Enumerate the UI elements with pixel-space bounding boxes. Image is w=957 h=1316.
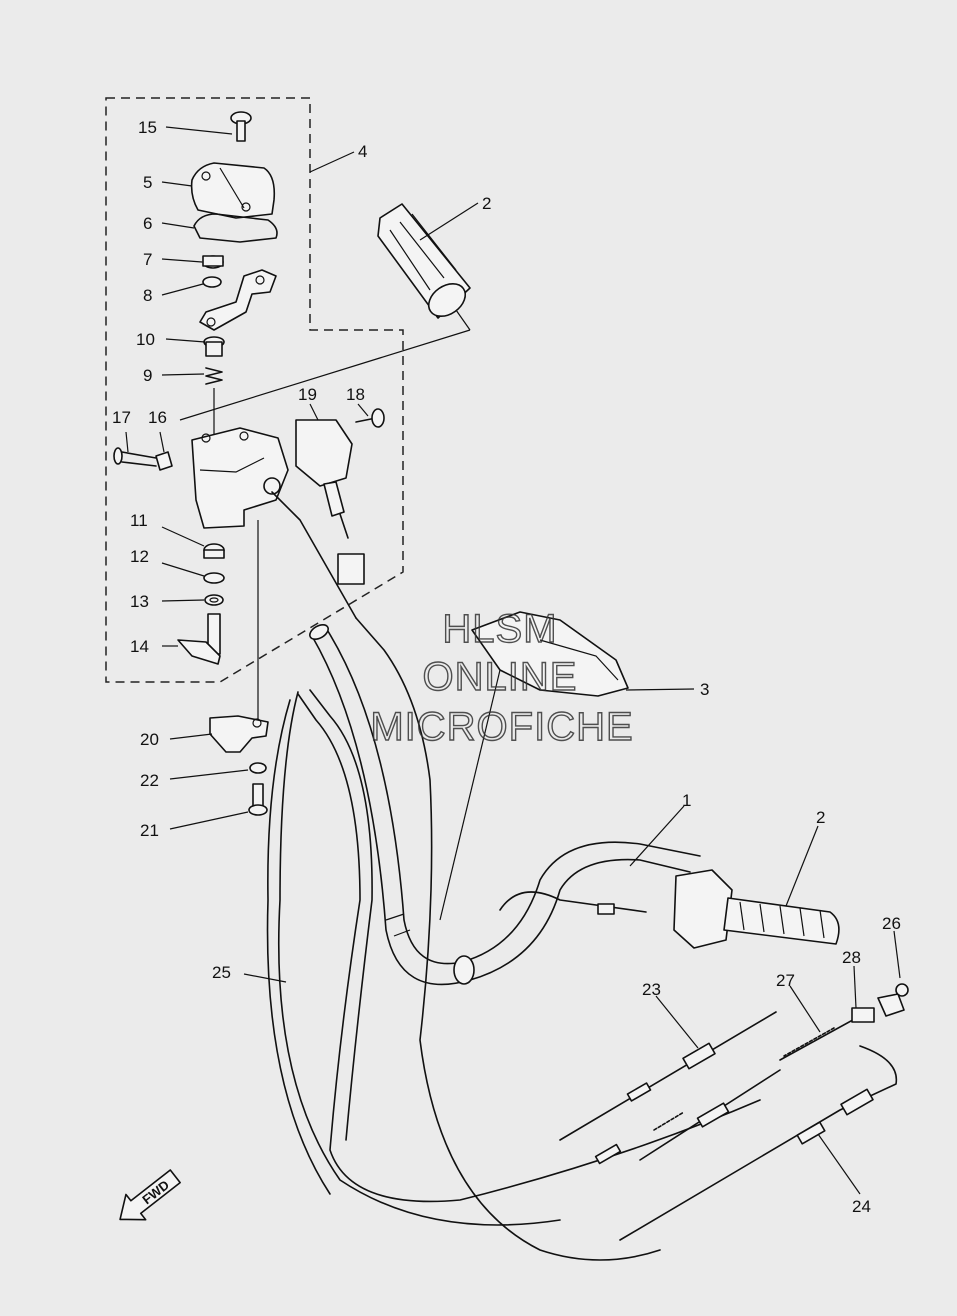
callout-27: 27 <box>776 971 795 990</box>
cable-24 <box>619 1045 898 1241</box>
callout-1: 1 <box>682 791 691 810</box>
callout-labels: 15 4 5 6 2 7 8 10 9 19 18 17 16 11 12 13… <box>112 118 901 1216</box>
grip-2-left <box>377 203 471 319</box>
fwd-arrow-icon: FWD <box>119 1169 181 1221</box>
callout-13: 13 <box>130 592 149 611</box>
spring-9 <box>205 367 223 385</box>
cable-25 <box>266 689 761 1226</box>
callout-4: 4 <box>358 142 367 161</box>
callout-11: 11 <box>130 511 148 530</box>
switch-housing <box>191 427 289 529</box>
callout-10: 10 <box>136 330 155 349</box>
callout-5: 5 <box>143 173 152 192</box>
bolt-17 <box>113 447 157 467</box>
washer-13 <box>204 594 224 606</box>
callout-23: 23 <box>642 980 661 999</box>
cable-23 <box>559 1011 777 1165</box>
callout-16: 16 <box>148 408 167 427</box>
handlebar-1 <box>309 623 701 986</box>
fitting-28 <box>851 1007 875 1023</box>
screw-18 <box>355 408 385 428</box>
callout-22: 22 <box>140 771 159 790</box>
clamp-20 <box>209 715 269 753</box>
callout-20: 20 <box>140 730 159 749</box>
callout-18: 18 <box>346 385 365 404</box>
callout-26: 26 <box>882 914 901 933</box>
callout-19: 19 <box>298 385 317 404</box>
callout-14: 14 <box>130 637 149 656</box>
watermark-line-3: MICROFICHE <box>370 705 633 749</box>
watermark: HLSM ONLINE MICROFICHE <box>370 606 634 749</box>
callout-7: 7 <box>143 250 152 269</box>
callout-28: 28 <box>842 948 861 967</box>
fitting-26 <box>877 983 909 1017</box>
cover-5 <box>190 162 276 219</box>
bolt-21 <box>248 783 268 816</box>
callout-2-left: 2 <box>482 194 491 213</box>
callout-2-right: 2 <box>816 808 825 827</box>
collar-11 <box>203 543 225 559</box>
cable-upper <box>271 491 661 1261</box>
callout-15: 15 <box>138 118 157 137</box>
lever-14 <box>177 613 221 665</box>
cable-27 <box>639 1015 861 1161</box>
callout-12: 12 <box>130 547 149 566</box>
nut-7 <box>202 255 224 269</box>
washer-22 <box>249 762 267 774</box>
nut-16 <box>155 451 173 471</box>
callout-25: 25 <box>212 963 231 982</box>
watermark-line-1: HLSM <box>442 607 557 651</box>
callout-24: 24 <box>852 1197 871 1216</box>
throttle-cable <box>499 891 647 915</box>
washer-12 <box>203 572 225 584</box>
switch-19 <box>295 419 365 585</box>
callout-8: 8 <box>143 286 152 305</box>
callout-9: 9 <box>143 366 152 385</box>
screw-15 <box>230 111 252 142</box>
grip-2-right <box>673 869 840 949</box>
callout-21: 21 <box>140 821 159 840</box>
assembly-boundary <box>105 97 404 683</box>
washer-8-bracket <box>199 269 277 331</box>
callout-6: 6 <box>143 214 152 233</box>
collar-10 <box>203 336 225 357</box>
callout-17: 17 <box>112 408 131 427</box>
gasket-6 <box>193 213 278 243</box>
callout-3: 3 <box>700 680 709 699</box>
leader-lines <box>125 126 901 1195</box>
switch-block-3 <box>471 611 629 697</box>
watermark-line-2: ONLINE <box>423 655 578 699</box>
